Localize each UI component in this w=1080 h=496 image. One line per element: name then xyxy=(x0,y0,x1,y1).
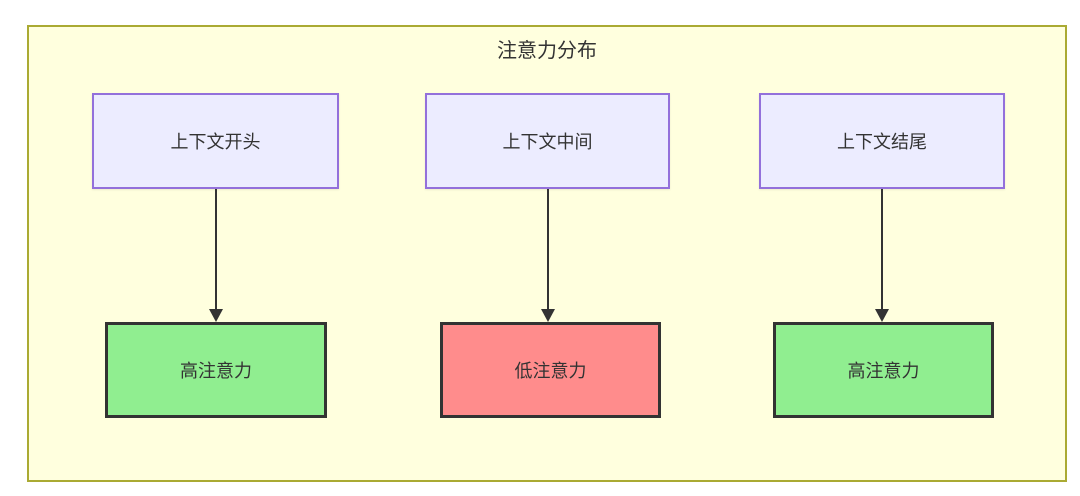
edge-arrow-start-to-high xyxy=(209,189,223,322)
node-high-attention-left: 高注意力 xyxy=(105,322,327,418)
node-high-attention-right: 高注意力 xyxy=(773,322,994,418)
arrowhead-down-icon xyxy=(875,309,889,322)
node-low-attention-middle: 低注意力 xyxy=(440,322,661,418)
diagram-title: 注意力分布 xyxy=(497,40,597,62)
arrow-line xyxy=(881,189,883,309)
arrow-line xyxy=(547,189,549,309)
node-context-middle: 上下文中间 xyxy=(425,93,670,189)
arrow-line xyxy=(215,189,217,309)
node-label: 高注意力 xyxy=(847,361,920,381)
node-context-start: 上下文开头 xyxy=(92,93,339,189)
edge-arrow-middle-to-low xyxy=(541,189,555,322)
node-label: 上下文结尾 xyxy=(837,132,927,152)
node-label: 高注意力 xyxy=(180,361,252,381)
node-label: 上下文中间 xyxy=(502,132,593,152)
node-label: 低注意力 xyxy=(514,361,587,381)
arrowhead-down-icon xyxy=(541,309,555,322)
edge-arrow-end-to-high xyxy=(875,189,889,322)
arrowhead-down-icon xyxy=(209,309,223,322)
node-context-end: 上下文结尾 xyxy=(759,93,1005,189)
node-label: 上下文开头 xyxy=(170,132,261,152)
attention-distribution-diagram: 注意力分布 上下文开头 上下文中间 上下文结尾 高注意力 低注意力 xyxy=(27,25,1067,482)
